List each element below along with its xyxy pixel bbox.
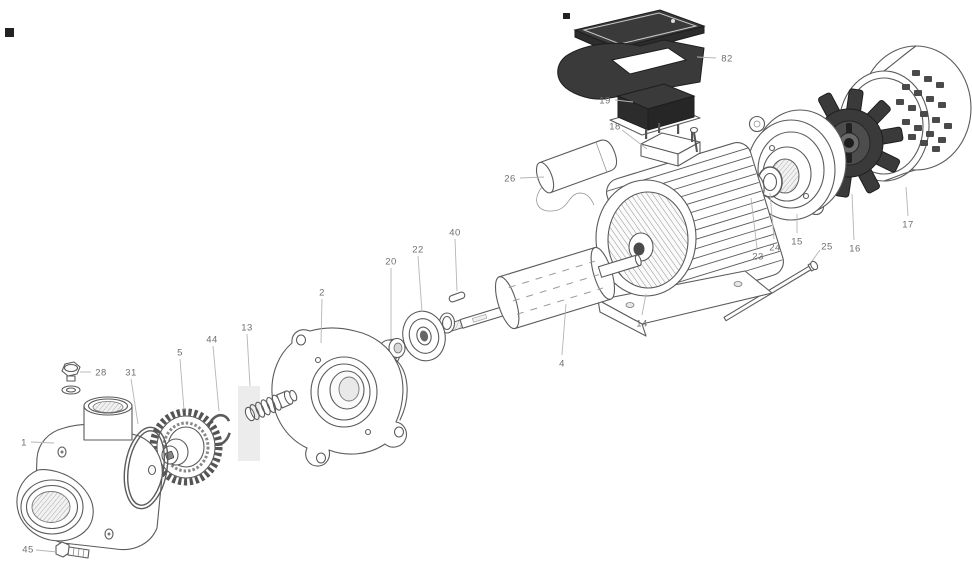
leader-line — [417, 255, 423, 313]
leader-line — [519, 176, 545, 179]
leader-line — [212, 345, 220, 412]
leader-line — [614, 99, 634, 103]
motor-feet — [597, 270, 773, 337]
pump-cover-part — [271, 327, 408, 467]
terminal-box-part — [609, 83, 701, 136]
part-number-label: 26 — [504, 174, 516, 185]
part-number-label: 28 — [95, 368, 107, 379]
leader-line — [769, 192, 775, 240]
leader-line — [811, 249, 821, 262]
print-marks — [5, 13, 570, 37]
terminal-studs — [645, 123, 694, 142]
part-number-label: 5 — [177, 348, 183, 359]
key-part — [448, 291, 466, 303]
part-number-label: 16 — [849, 244, 861, 255]
leader-line — [641, 293, 647, 316]
bearing-part — [402, 310, 446, 362]
o-ring-part — [123, 426, 169, 510]
part-number-label: 45 — [22, 545, 34, 556]
capacitor-part — [535, 139, 618, 212]
leader-line — [179, 358, 185, 411]
terminal-board-part — [640, 123, 701, 167]
mechanical-seal-part — [244, 389, 298, 422]
part-number-label: 4 — [559, 359, 565, 370]
seal-shading — [238, 386, 260, 461]
part-number-label: 24 — [769, 243, 781, 254]
leader-line — [696, 56, 717, 59]
terminal-screw-part — [689, 126, 699, 153]
part-number-label: 15 — [791, 237, 803, 248]
part-number-label: 25 — [821, 242, 833, 253]
leader-line — [561, 303, 567, 356]
rotor-shaft-part — [446, 246, 642, 333]
part-labels: 82 19 18 26 40 22 20 2 13 44 5 31 28 1 45 4 14 23 24 15 25 16… — [21, 54, 914, 556]
part-number-label: 22 — [412, 245, 424, 256]
terminal-cover-lid-part — [557, 9, 706, 100]
print-mark — [5, 28, 14, 37]
drain-screw-part — [55, 541, 90, 559]
leader-line — [320, 298, 323, 344]
leader-line — [454, 238, 458, 292]
part-number-label: 1 — [21, 438, 27, 449]
fan-cover-vent-holes — [896, 70, 952, 152]
part-number-label: 2 — [319, 288, 325, 299]
rotor-core — [494, 246, 616, 330]
leader-line — [621, 129, 648, 150]
print-mark — [563, 13, 570, 19]
part-number-label: 17 — [902, 220, 914, 231]
leader-line — [246, 333, 251, 387]
part-number-label: 82 — [721, 54, 733, 65]
leader-line — [30, 441, 55, 444]
plug-part — [61, 361, 81, 395]
part-number-label: 13 — [241, 323, 253, 334]
part-number-label: 14 — [636, 319, 648, 330]
impeller-part — [149, 408, 223, 486]
part-number-label: 20 — [385, 257, 397, 268]
part-number-label: 23 — [752, 252, 764, 263]
leader-line — [851, 193, 855, 241]
part-number-label: 44 — [206, 335, 218, 346]
leader-line — [35, 549, 58, 553]
part-number-label: 18 — [609, 122, 621, 133]
pump-body-part — [16, 396, 163, 551]
part-number-label: 31 — [125, 368, 137, 379]
leader-lines — [30, 56, 909, 553]
part-number-label: 40 — [449, 228, 461, 239]
leader-line — [905, 186, 909, 217]
part-number-label: 19 — [599, 96, 611, 107]
leader-line — [130, 378, 139, 425]
leader-line — [750, 197, 758, 249]
